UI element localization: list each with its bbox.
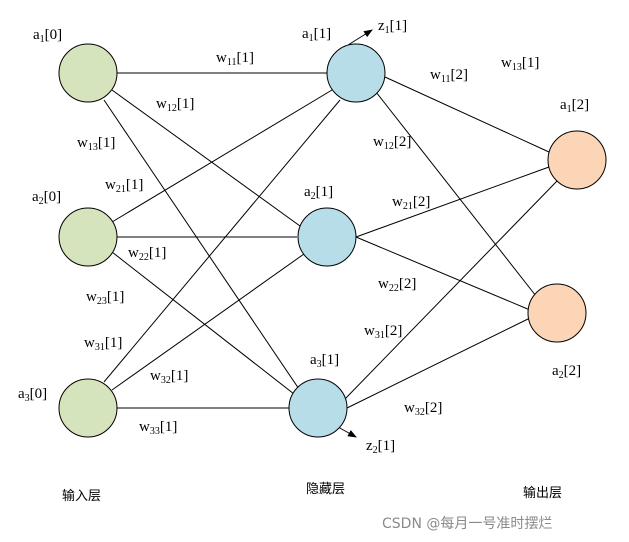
weight-w23-1: w23[1] [86,289,124,307]
layer-label-hidden: 隐藏层 [306,482,345,497]
label-a1-1: a1[1] [302,26,331,44]
edge-a1-0-to-a3-1 [103,99,302,393]
node-a2-1 [297,207,357,267]
edge-a3-1-to-a1-2 [343,179,559,401]
edge-a3-0-to-a2-1 [111,253,305,391]
edge-a3-1-to-a2-2 [346,317,531,409]
label-a1-0: a1[0] [33,27,62,45]
node-a3-0 [58,378,118,438]
layer-label-input: 输入层 [62,488,101,504]
arrow-z2 [337,426,357,438]
weight-w12-2: w12[2] [373,134,411,152]
label-z2: z2[1] [366,438,395,456]
edge-a1-0-to-a2-1 [111,89,301,227]
watermark: CSDN @每月一号准时摆烂 [382,516,552,532]
node-a3-1 [288,378,348,438]
layer-labels: 输入层 隐藏层 输出层 [62,482,562,504]
edge-a2-0-to-a1-1 [111,89,333,223]
node-a1-2 [547,130,607,190]
weight-w22-1: w22[1] [128,245,166,263]
weight-w12-1: w12[1] [156,96,194,114]
weight-w11-2: w11[2] [430,67,468,85]
node-labels: a1[0] a2[0] a3[0] a1[1] a2[1] a3[1] a1[2… [18,18,589,456]
edges [103,29,559,438]
weight-w31-2: w31[2] [364,323,402,341]
weight-labels: w11[1] w12[1] w13[1] w21[1] w22[1] w23[1… [77,50,539,437]
layer-label-output: 输出层 [523,485,562,501]
weight-w21-1: w21[1] [105,177,143,195]
label-z1: z1[1] [378,18,407,36]
edge-a2-0-to-a3-1 [111,251,295,395]
weight-w11-1: w11[1] [216,50,254,68]
label-a3-0: a3[0] [18,386,47,404]
weight-w33-1: w33[1] [139,419,177,437]
weight-w31-1: w31[1] [84,335,122,353]
edge-a3-0-to-a1-1 [103,99,341,383]
node-a2-0 [58,207,118,267]
edge-a2-1-to-a2-2 [355,236,531,311]
nodes [58,43,607,438]
node-a1-0 [58,43,118,103]
label-a2-0: a2[0] [32,189,61,207]
weight-w22-2: w22[2] [378,276,416,294]
label-a1-2: a1[2] [560,97,589,115]
node-a1-1 [326,43,386,103]
arrow-z1 [347,29,373,46]
weight-w32-1: w32[1] [150,368,188,386]
node-a2-2 [527,283,587,343]
edge-a1-1-to-a1-2 [384,76,550,153]
weight-w13-1: w13[1] [77,135,115,153]
weight-w13-1-right: w13[1] [501,55,539,73]
label-a2-1: a2[1] [304,184,333,202]
edge-a2-1-to-a1-2 [355,166,550,238]
weight-w21-2: w21[2] [392,194,430,212]
label-a2-2: a2[2] [552,363,581,381]
edge-a1-1-to-a2-2 [375,91,537,297]
weight-w32-2: w32[2] [404,400,442,418]
label-a3-1: a3[1] [310,352,339,370]
